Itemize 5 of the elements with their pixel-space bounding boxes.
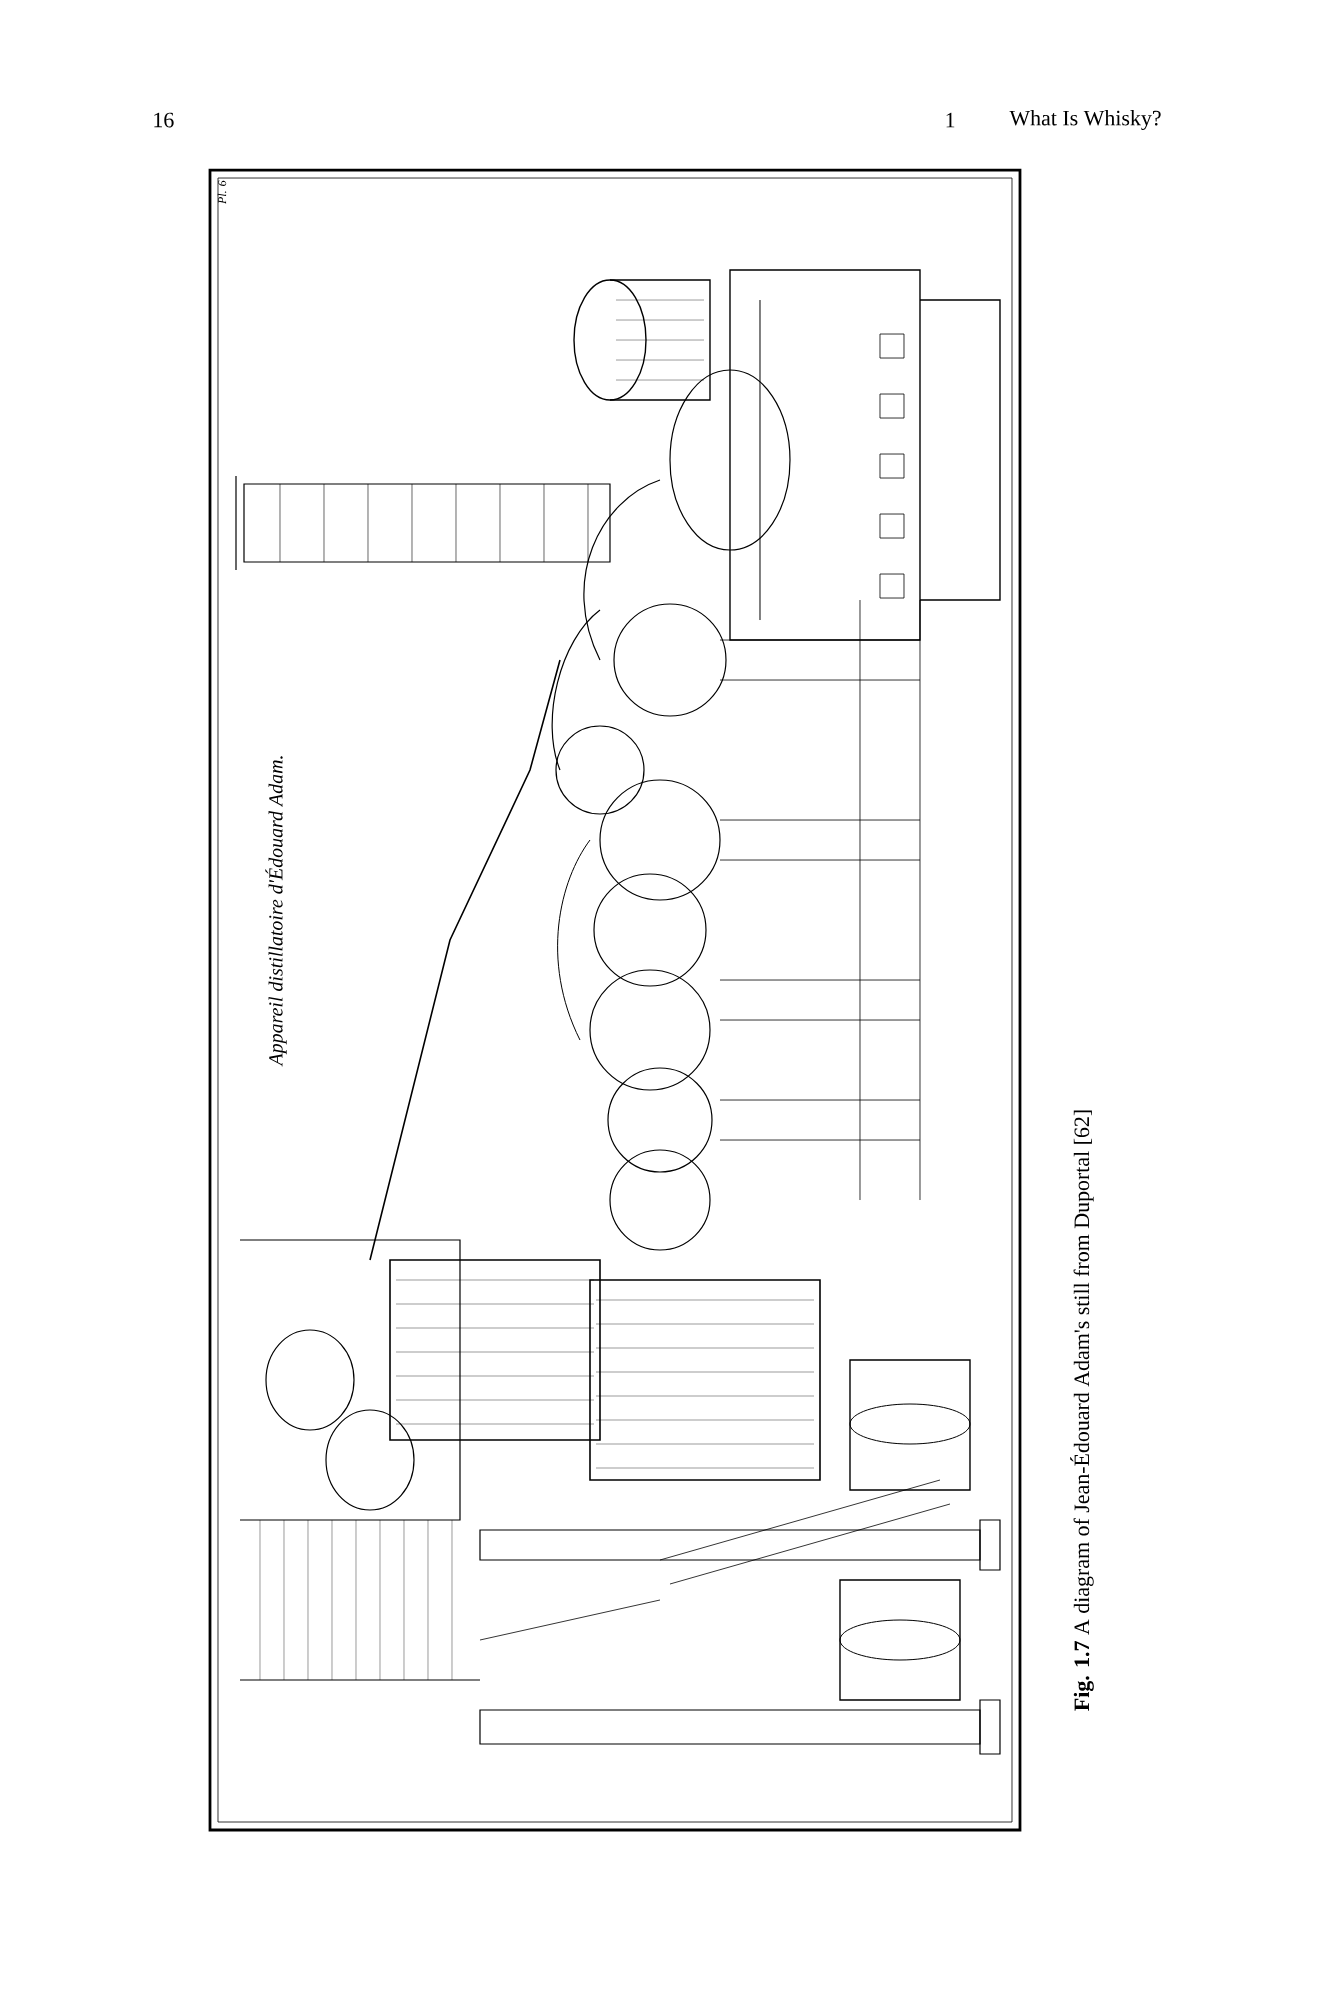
chapter-number: 1 xyxy=(946,112,955,128)
plate-title: Appareil distillatoire d'Édouard Adam. xyxy=(265,756,287,1067)
running-head: What Is Whisky? xyxy=(1009,110,1161,130)
figure-caption: Fig. 1.7 A diagram of Jean-Édouard Adam's still from Duportal [62] xyxy=(1070,1110,1094,1711)
page-number: 16 xyxy=(154,112,174,128)
